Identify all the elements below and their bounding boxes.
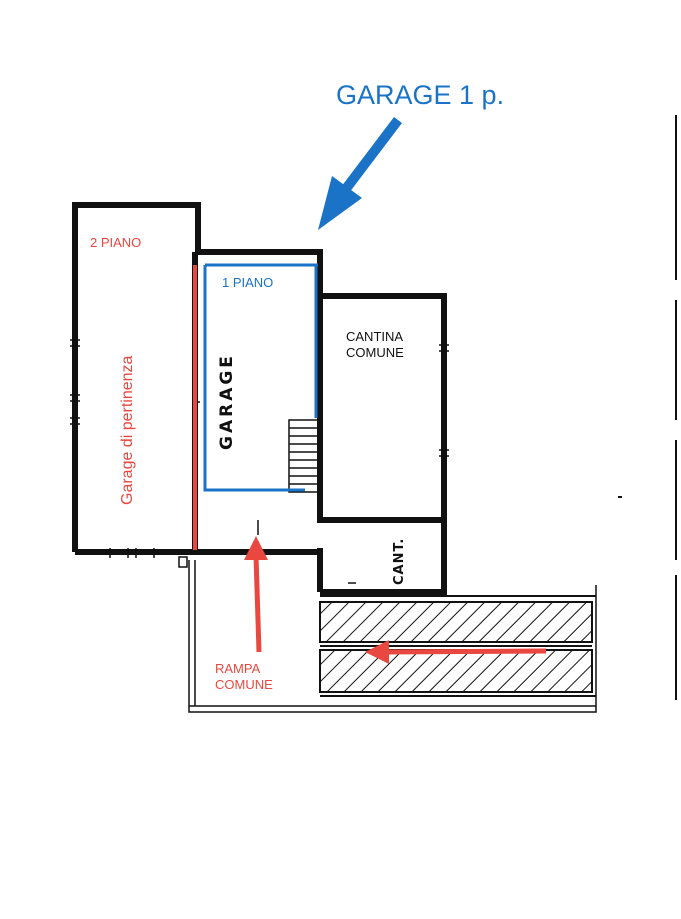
label-1-piano: 1 PIANO: [222, 275, 273, 290]
red-arrow-up-icon: [244, 536, 268, 653]
edge-marks: [618, 115, 677, 700]
label-cantina-line1: CANTINA: [346, 329, 403, 344]
label-garage-pertinenza: Garage di pertinenza: [119, 355, 136, 505]
thin-lines: [70, 339, 597, 713]
red-arrow-left-icon: [365, 640, 547, 664]
plan-title: GARAGE 1 p.: [336, 80, 504, 110]
label-2-piano: 2 PIANO: [90, 235, 141, 250]
blue-arrow-icon: [318, 116, 402, 230]
label-cantina-line2: COMUNE: [346, 345, 404, 360]
label-cant-hand: CANT.: [392, 538, 407, 585]
hatched-ramp: [319, 595, 596, 697]
label-garage-hand: GARAGE: [217, 353, 237, 450]
label-rampa-line1: RAMPA: [215, 661, 261, 676]
blue-garage-outline: [203, 263, 318, 492]
label-rampa-line2: COMUNE: [215, 677, 273, 692]
